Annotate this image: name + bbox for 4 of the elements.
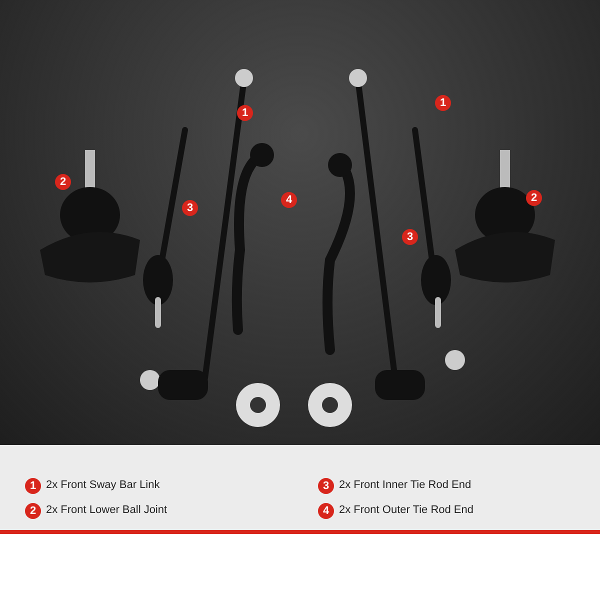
legend-text: 2x Front Inner Tie Rod End: [339, 479, 472, 491]
legend-text: 2x Front Outer Tie Rod End: [339, 504, 474, 516]
legend-text: 2x Front Lower Ball Joint: [46, 504, 168, 516]
legend-text: 2x Front Sway Bar Link: [46, 479, 160, 491]
